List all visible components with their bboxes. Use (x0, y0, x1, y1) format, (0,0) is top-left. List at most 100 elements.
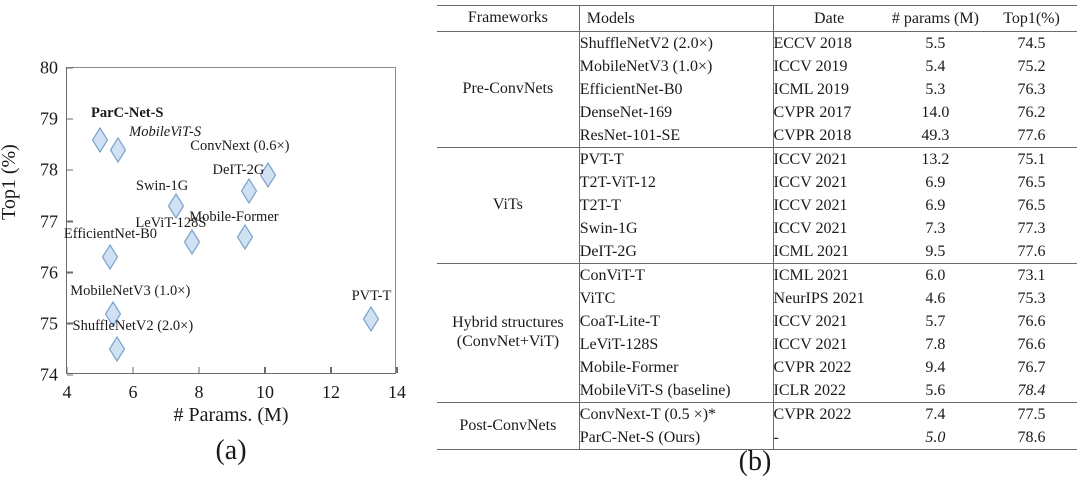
scatter-marker (236, 223, 254, 250)
x-tick-label: 14 (388, 367, 406, 403)
model-cell: CoaT-Lite-T (578, 310, 774, 333)
y-tick-label: 74 (40, 365, 73, 386)
top1-cell: 78.6 (986, 426, 1077, 450)
date-cell: - (772, 426, 885, 450)
model-cell: ViTC (578, 287, 774, 310)
date-cell: ICML 2021 (772, 240, 885, 264)
params-cell: 9.5 (884, 240, 987, 264)
model-cell: ShuffleNetV2 (2.0×) (578, 31, 774, 55)
model-cell: Swin-1G (578, 217, 774, 240)
scatter-marker (104, 300, 122, 327)
date-cell: ICCV 2021 (772, 171, 885, 194)
top1-cell: 77.6 (986, 240, 1077, 264)
params-cell: 5.4 (925, 57, 946, 75)
scatter-point-label: MobileViT-S (129, 123, 202, 140)
top1-cell: 75.3 (1017, 289, 1046, 307)
params-cell: 5.3 (925, 80, 946, 98)
x-tick-label: 12 (322, 367, 340, 403)
model-cell: MobileNetV3 (1.0×) (578, 55, 774, 78)
model-cell: DenseNet-169 (578, 101, 774, 124)
top1-cell: 74.5 (1017, 34, 1046, 52)
model-cell: EfficientNet-B0 (578, 78, 774, 101)
framework-cell: Pre-ConvNets (437, 31, 580, 148)
model-cell: PVT-T (578, 147, 774, 171)
scatter-point-label: ParC-Net-S (91, 104, 164, 121)
date-cell: ICCV 2019 (772, 55, 885, 78)
y-tick-label: 78 (40, 160, 73, 181)
column-header-models: Models (578, 5, 774, 32)
date-cell: ICML 2021 (772, 263, 885, 287)
scatter-marker (109, 136, 127, 163)
x-tick-mark (396, 367, 398, 373)
top1-cell: 76.7 (1017, 358, 1046, 376)
date-cell: CVPR 2022 (772, 356, 885, 379)
scatter-point-label: MobileNetV3 (1.0×) (70, 282, 191, 299)
params-cell: 5.7 (925, 312, 946, 330)
model-cell: DeIT-2G (578, 240, 774, 264)
scatter-point-label: PVT-T (351, 287, 392, 304)
y-tick-mark (67, 220, 73, 223)
framework-cell: Hybrid structures(ConvNet+ViT) (437, 263, 580, 403)
model-cell: ConvNext-T (0.5 ×)* (578, 402, 774, 426)
top1-cell: 76.6 (1017, 335, 1046, 353)
date-cell: ICCV 2021 (772, 217, 885, 240)
params-cell: 13.2 (921, 150, 950, 168)
date-cell: NeurIPS 2021 (772, 287, 885, 310)
column-header-frameworks: Frameworks (437, 5, 580, 32)
y-tick-mark (67, 271, 73, 274)
top1-cell: 78.4 (986, 379, 1077, 403)
params-cell: 7.3 (925, 219, 946, 237)
top1-cell: 77.3 (1017, 219, 1046, 237)
column-header-date: Date (772, 5, 885, 32)
model-cell: T2T-ViT-12 (578, 171, 774, 194)
table-header-row: Frameworks Models Date # params (M) Top1… (437, 5, 1077, 32)
scatter-point-label: ShuffleNetV2 (2.0×) (72, 318, 194, 335)
top1-cell: 75.2 (1017, 57, 1046, 75)
params-cell: 5.5 (925, 34, 946, 52)
x-tick-mark (264, 367, 266, 373)
framework-cell: Post-ConvNets (437, 402, 580, 450)
x-axis-label: # Params. (M) (173, 404, 289, 426)
framework-line-1: Hybrid structures (452, 314, 564, 332)
scatter-marker (184, 228, 201, 255)
y-tick-mark (67, 67, 73, 69)
top1-cell: 75.1 (1017, 150, 1046, 168)
scatter-point-label: Mobile-Former (189, 208, 279, 225)
table-header: Frameworks Models Date # params (M) Top1… (437, 5, 1077, 32)
top1-cell: 73.1 (1017, 266, 1046, 284)
params-cell: 5.6 (884, 379, 987, 403)
date-cell: ICCV 2021 (772, 333, 885, 356)
scatter-marker (101, 244, 119, 271)
scatter-point-label: EfficientNet-B0 (63, 226, 158, 243)
caption-a: (a) (215, 435, 247, 466)
date-cell: ICCV 2021 (772, 310, 885, 333)
model-cell: Mobile-Former (578, 356, 774, 379)
y-tick-label: 75 (40, 313, 73, 334)
y-tick-label: 80 (40, 58, 73, 79)
framework-line-2: (ConvNet+ViT) (456, 333, 560, 350)
date-cell: CVPR 2018 (772, 124, 885, 148)
x-tick-label: 4 (63, 367, 72, 403)
figure-b-table-panel: Frameworks Models Date # params (M) Top1… (430, 0, 1080, 482)
date-cell: ICCV 2021 (772, 147, 885, 171)
column-header-top1: Top1(%) (986, 5, 1077, 32)
y-tick-mark (67, 118, 73, 120)
caption-b: (b) (738, 446, 772, 477)
